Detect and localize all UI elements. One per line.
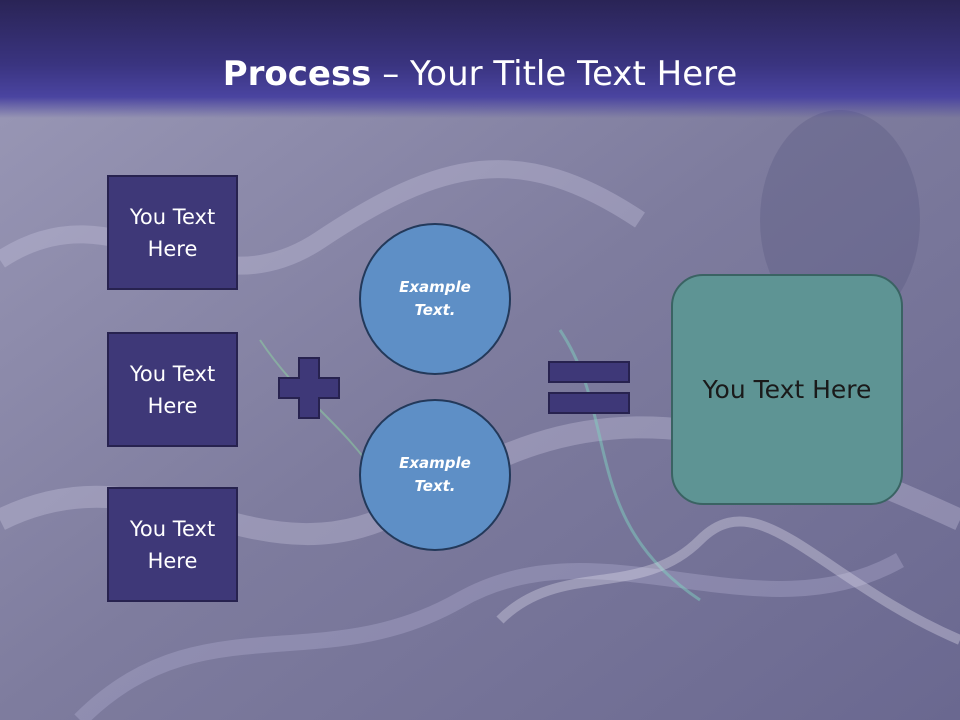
text-box-2[interactable]: You Text Here [107, 332, 238, 447]
equals-icon [548, 361, 630, 414]
result-box[interactable]: You Text Here [671, 274, 903, 505]
title-bar [0, 0, 960, 118]
text-box-1[interactable]: You Text Here [107, 175, 238, 290]
example-circle-1[interactable]: Example Text. [359, 223, 511, 375]
example-circle-2[interactable]: Example Text. [359, 399, 511, 551]
plus-icon [278, 357, 340, 419]
title-rest: – Your Title Text Here [371, 54, 738, 94]
slide-title[interactable]: Process – Your Title Text Here [0, 50, 960, 98]
title-bold: Process [222, 54, 372, 94]
text-box-3[interactable]: You Text Here [107, 487, 238, 602]
